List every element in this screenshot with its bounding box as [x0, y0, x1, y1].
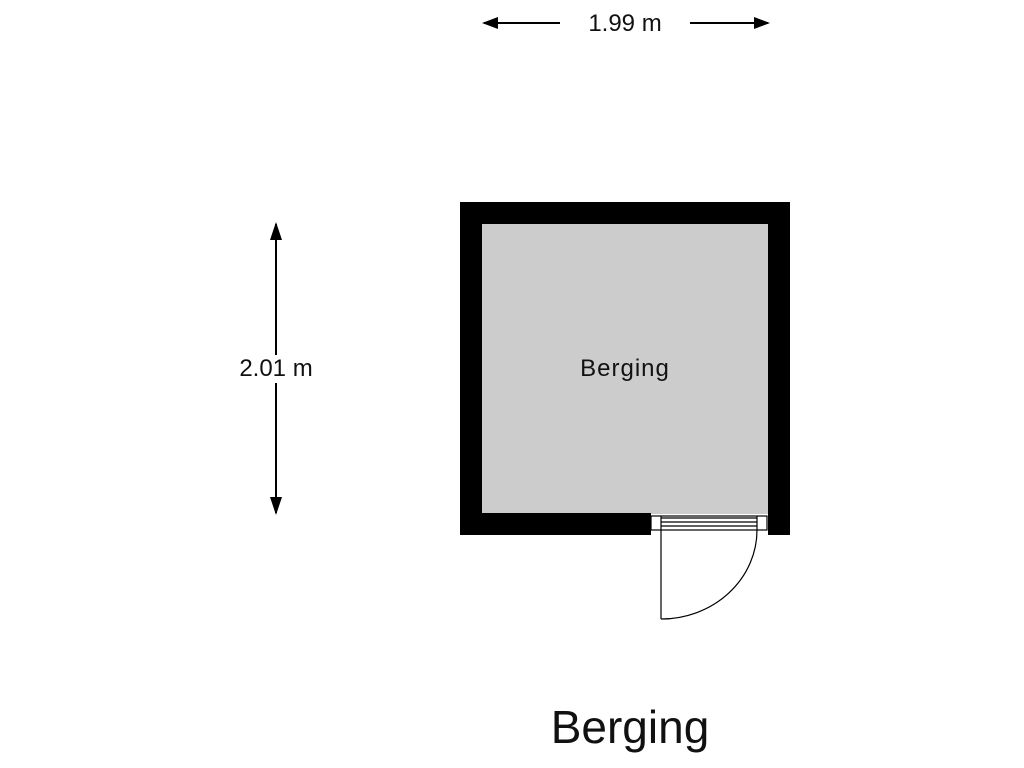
- door[interactable]: [650, 515, 768, 620]
- width-dimension-label: 1.99 m: [560, 10, 690, 38]
- plan-title: Berging: [550, 701, 710, 753]
- room-label: Berging: [580, 355, 670, 382]
- height-dimension-label: 2.01 m: [216, 355, 336, 383]
- room-floor: [482, 224, 768, 514]
- walls: [460, 202, 790, 535]
